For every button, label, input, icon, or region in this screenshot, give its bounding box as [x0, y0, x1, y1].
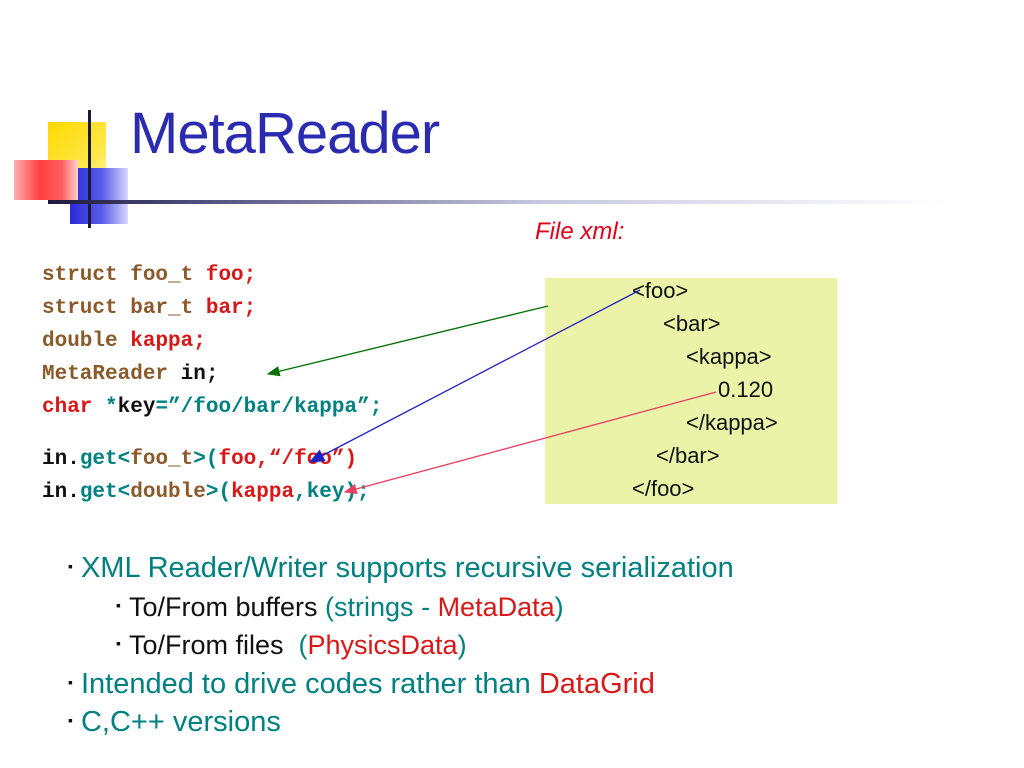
- title-underline: [48, 200, 948, 204]
- xml-foo-open: <foo>: [632, 278, 689, 303]
- bullet-versions: ▪C,C++ versions: [68, 706, 281, 738]
- arrow-kappa-to-get-kappa: [343, 391, 717, 494]
- arrow-bar-to-in: [266, 305, 549, 377]
- code-line-2: struct bar_t bar;: [42, 297, 257, 320]
- xml-kappa-close: </kappa>: [686, 410, 778, 435]
- code-line-3: double kappa;: [42, 330, 206, 353]
- logo-blue-square: [70, 168, 128, 224]
- logo-vertical-line: [88, 110, 91, 228]
- logo-red-bar: [14, 160, 78, 200]
- file-xml-label: File xml:: [535, 218, 625, 245]
- xml-kappa-value: 0.120: [718, 377, 774, 402]
- xml-bar-close: </bar>: [656, 443, 720, 468]
- xml-file-box: [545, 278, 837, 504]
- code-line-1: struct foo_t foo;: [42, 264, 257, 287]
- xml-bar-open: <bar>: [663, 311, 721, 336]
- code-line-5: char *key=”/foo/bar/kappa”;: [42, 396, 383, 419]
- bullet-xml-reader-writer: ▪XML Reader/Writer supports recursive se…: [68, 552, 734, 584]
- bullet-drive-codes: ▪Intended to drive codes rather than Dat…: [68, 668, 655, 700]
- arrow-foo-to-get-foo: [308, 289, 641, 463]
- xml-foo-close: </foo>: [632, 476, 695, 501]
- code-line-6: in.get<foo_t>(foo,“/foo”): [42, 448, 358, 471]
- xml-kappa-open: <kappa>: [686, 344, 772, 369]
- slide-title: MetaReader: [130, 101, 440, 166]
- bullet-files: ▪To/From files (PhysicsData): [116, 630, 467, 660]
- bullet-buffers: ▪To/From buffers (strings - MetaData): [116, 592, 564, 622]
- code-line-4: MetaReader in;: [42, 363, 219, 386]
